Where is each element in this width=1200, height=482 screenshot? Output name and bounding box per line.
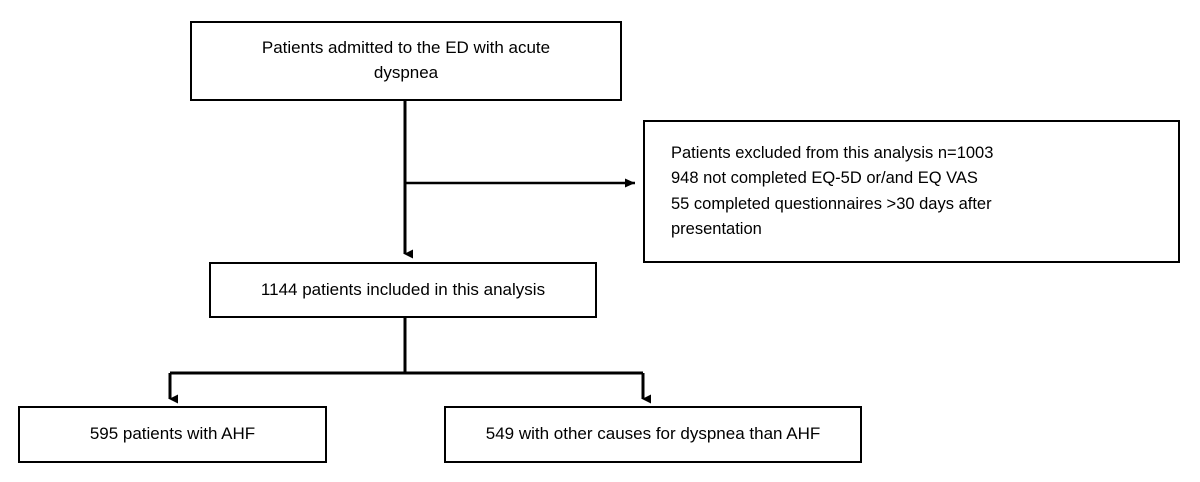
connector-included-split [170, 318, 643, 375]
node-patients-ahf-label: 595 patients with AHF [89, 424, 256, 444]
node-patients-included-label: 1144 patients included in this analysis [260, 279, 546, 299]
node-patients-excluded-label: Patients excluded from this analysis n=1… [671, 144, 994, 238]
node-patients-admitted-label: Patients admitted to the ED with acute d… [261, 38, 551, 82]
node-patients-ahf: 595 patients with AHF [18, 406, 327, 463]
node-patients-included: 1144 patients included in this analysis [209, 262, 597, 318]
node-patients-other-causes: 549 with other causes for dyspnea than A… [444, 406, 862, 463]
node-patients-admitted: Patients admitted to the ED with acute d… [190, 21, 622, 101]
node-patients-other-causes-label: 549 with other causes for dyspnea than A… [485, 424, 821, 444]
node-patients-excluded: Patients excluded from this analysis n=1… [643, 120, 1180, 263]
